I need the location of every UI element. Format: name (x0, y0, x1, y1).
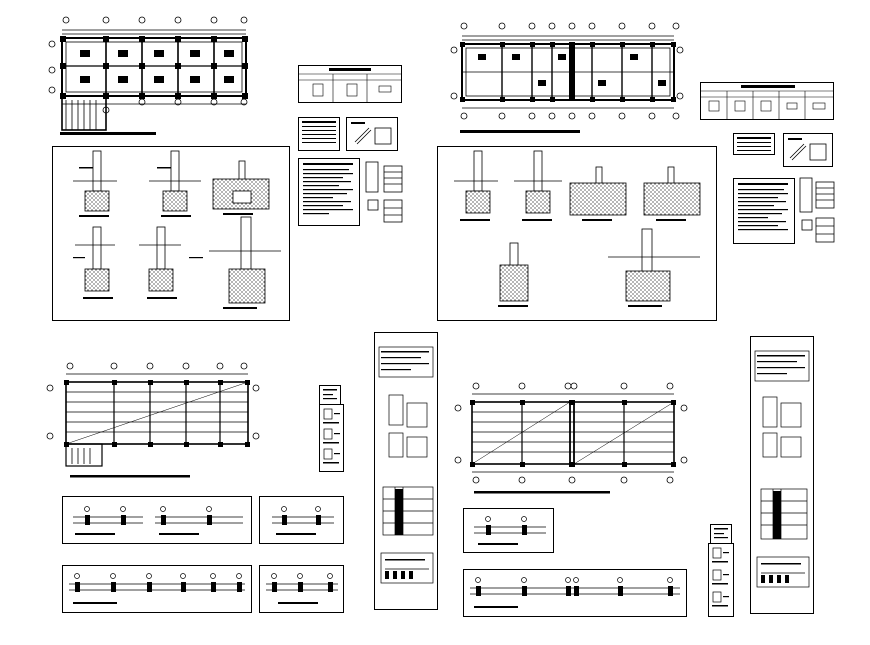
footing-details-frame-left (52, 146, 290, 321)
footing-details-left-drawing (73, 150, 281, 309)
foundation-plan-top-right-drawing (450, 22, 684, 133)
foundation-plan-top-left (44, 14, 256, 139)
beam-section-6-drawing (470, 577, 680, 608)
column-detail-right (783, 133, 833, 167)
legend-stack-left-drawing (323, 389, 337, 400)
column-detail-left (346, 117, 398, 151)
section-list-left-drawing (323, 408, 340, 464)
beam-section-3-drawing (69, 573, 245, 604)
section-list-right (708, 543, 734, 617)
beam-section-5-drawing (474, 516, 546, 545)
column-detail-strip-left (374, 332, 438, 610)
foundation-plan-mid-left-drawing (46, 362, 260, 478)
general-notes-left (298, 158, 360, 226)
legend-stack-right (710, 524, 732, 544)
column-detail-drawing (351, 122, 392, 145)
column-section-drawing (365, 161, 403, 223)
footing-schedule-table-right (700, 82, 834, 120)
legend-stack-left (319, 385, 341, 405)
beam-section-box-2 (259, 496, 344, 544)
notes-text-block-right (738, 183, 788, 231)
column-section-left (362, 160, 406, 226)
beam-section-2-drawing (272, 506, 334, 535)
rebar-schedule-drawing (302, 121, 336, 143)
column-detail-strip-right (750, 336, 814, 614)
column-detail-right-drawing (788, 138, 827, 161)
beam-section-box-3 (62, 565, 252, 613)
section-list-left (319, 404, 344, 472)
section-list-right-drawing (712, 547, 729, 607)
beam-section-box-1 (62, 496, 252, 544)
foundation-plan-top-left-drawing (48, 16, 248, 135)
column-strip-right-drawing (754, 350, 810, 588)
rebar-schedule-right (733, 133, 775, 155)
footing-schedule-table-left (298, 65, 402, 103)
beam-section-box-4 (259, 565, 344, 613)
beam-section-4-drawing (266, 573, 338, 604)
column-section-right-drawing (799, 177, 835, 243)
general-notes-right (733, 178, 795, 244)
rebar-schedule-right-drawing (737, 137, 771, 151)
foundation-plan-mid-right-drawing (454, 382, 688, 494)
rebar-schedule-left (298, 117, 340, 151)
beam-section-box-6 (463, 569, 687, 617)
schedule-table-drawing (299, 68, 401, 102)
beam-section-1-drawing (73, 506, 243, 535)
column-section-right (796, 176, 838, 246)
footing-details-frame-right (437, 146, 717, 321)
legend-stack-right-drawing (714, 528, 728, 539)
footing-details-right-drawing (454, 150, 701, 307)
foundation-plan-top-right (448, 20, 686, 138)
beam-section-box-5 (463, 508, 554, 553)
notes-text-block (303, 163, 353, 215)
column-strip-left-drawing (378, 346, 434, 584)
schedule-table-drawing-right (701, 85, 833, 119)
foundation-plan-mid-left (44, 360, 262, 482)
foundation-plan-mid-right (452, 380, 690, 496)
